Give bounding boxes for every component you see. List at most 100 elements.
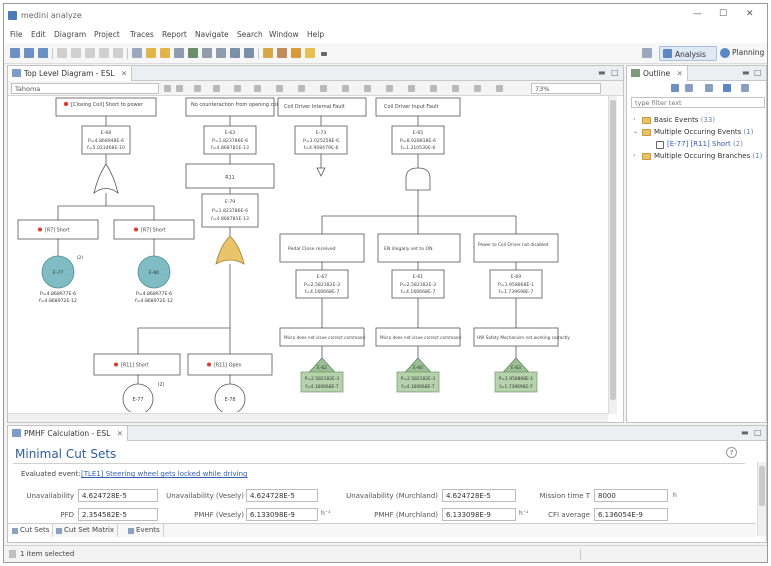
new-icon[interactable] <box>10 48 20 58</box>
select-icon[interactable] <box>364 85 371 92</box>
tree-expand-icon[interactable]: › <box>633 152 636 159</box>
top-event-4-label[interactable]: Coil Driver Input Fault <box>384 104 438 110</box>
tree-item-multiple-occuring-branches[interactable]: Multiple Occuring Branches (1) <box>654 152 762 160</box>
lower-text-3[interactable]: HW Safety Mechanism not working correctl… <box>477 335 570 340</box>
or-gate-2[interactable] <box>215 235 245 265</box>
wizard-icon[interactable] <box>305 48 315 58</box>
bottom-event-2-label[interactable]: [R11] Open <box>214 363 242 369</box>
line-style-icon[interactable] <box>276 85 283 92</box>
outline-filter-input[interactable]: type filter text <box>631 97 765 108</box>
help-icon[interactable]: ? <box>726 447 737 458</box>
copy-icon[interactable] <box>71 48 81 58</box>
bold-icon[interactable] <box>164 85 171 92</box>
pmhf-maximize-icon[interactable]: □ <box>754 428 762 437</box>
zoom-fit-icon[interactable] <box>386 85 393 92</box>
tab-cut-set-matrix[interactable]: Cut Set Matrix <box>54 524 119 537</box>
pfd-field[interactable]: 2.354582E-5 <box>78 508 158 521</box>
link-editor-icon[interactable] <box>705 84 713 92</box>
tools-icon[interactable] <box>263 48 273 58</box>
menu-project[interactable]: Project <box>94 30 120 39</box>
tab-pmhf-calculation[interactable]: PMHF Calculation - ESL ✕ <box>8 426 129 441</box>
basic-event-circle-1[interactable] <box>41 255 75 289</box>
short-2-label[interactable]: [R7] Short <box>141 228 166 234</box>
maximize-view-icon[interactable]: □ <box>611 68 619 77</box>
tab-cut-sets[interactable]: Cut Sets <box>10 524 54 537</box>
calc-icon[interactable] <box>277 48 287 58</box>
close-button[interactable]: ✕ <box>746 9 754 19</box>
perspective-planning-label[interactable]: Planning <box>732 48 765 57</box>
menu-traces[interactable]: Traces <box>130 30 154 39</box>
mission-time-field[interactable]: 8000 <box>594 489 668 502</box>
import-icon[interactable] <box>244 48 254 58</box>
arrange-icon[interactable] <box>298 85 305 92</box>
cfi-average-field[interactable]: 6.136054E-9 <box>594 508 668 521</box>
bottom-circle-2[interactable] <box>214 383 246 412</box>
outline-maximize-icon[interactable]: □ <box>754 68 762 77</box>
table-icon[interactable] <box>216 48 226 58</box>
report-icon[interactable] <box>202 48 212 58</box>
tab-close-icon[interactable]: ✕ <box>120 69 128 78</box>
link-icon[interactable] <box>132 48 142 58</box>
analysis-tool-icon[interactable] <box>188 48 198 58</box>
document-icon[interactable] <box>174 48 184 58</box>
undeveloped-marker[interactable] <box>316 167 326 177</box>
minimize-button[interactable]: — <box>693 9 702 19</box>
planning-icon[interactable] <box>720 48 730 58</box>
diagram-horizontal-scrollbar[interactable] <box>8 413 608 422</box>
router-icon[interactable] <box>320 85 327 92</box>
filter-icon[interactable] <box>474 85 481 92</box>
pmhf-vertical-scrollbar[interactable] <box>757 462 766 536</box>
lower-text-1[interactable]: Micro does not issue correct command <box>284 335 365 340</box>
diagram-canvas[interactable]: [Closing Coil] Short to power No counter… <box>8 96 606 412</box>
minimize-view-icon[interactable]: ▬ <box>598 68 606 77</box>
or-gate-1[interactable] <box>93 163 119 194</box>
run-icon[interactable] <box>291 48 301 58</box>
folder-icon[interactable] <box>146 48 156 58</box>
evaluated-event-link[interactable]: [TLE1] Steering wheel gets locked while … <box>81 470 248 478</box>
diagram-vertical-scrollbar[interactable] <box>608 96 617 414</box>
pmhf-vertical-scroll-thumb[interactable] <box>759 466 765 506</box>
tree-item-multiple-occuring-events[interactable]: Multiple Occuring Events (1) <box>654 128 753 136</box>
menu-navigate[interactable]: Navigate <box>195 30 229 39</box>
tab-top-level-diagram[interactable]: Top Level Diagram - ESL ✕ <box>8 66 133 81</box>
menu-help[interactable]: Help <box>307 30 325 39</box>
grid-icon[interactable] <box>430 85 437 92</box>
short-1-label[interactable]: [R7] Short <box>45 228 70 234</box>
font-select[interactable]: Tahoma <box>11 83 159 94</box>
align-icon[interactable] <box>194 85 201 92</box>
outline-minimize-icon[interactable]: ▬ <box>742 68 750 77</box>
maximize-button[interactable]: ☐ <box>719 9 728 19</box>
line-color-icon[interactable] <box>254 85 261 92</box>
italic-icon[interactable] <box>176 85 183 92</box>
menu-window[interactable]: Window <box>269 30 299 39</box>
zoom-select[interactable]: 73% <box>531 83 601 94</box>
sort-icon[interactable] <box>671 84 679 92</box>
outline-menu-icon[interactable] <box>741 84 749 92</box>
menu-report[interactable]: Report <box>162 30 187 39</box>
pmhf-vesely-field[interactable]: 6.133098E-9 <box>246 508 318 521</box>
top-event-2-label[interactable]: No counteraction from opening coil <box>191 102 279 108</box>
filter-icon[interactable] <box>723 84 731 92</box>
open-perspective-icon[interactable] <box>642 48 652 58</box>
export-icon[interactable] <box>230 48 240 58</box>
unavailability-vesely-field[interactable]: 4.624728E-5 <box>246 489 318 502</box>
pmhf-murchland-field[interactable]: 6.133098E-9 <box>442 508 516 521</box>
collapse-icon[interactable] <box>685 84 693 92</box>
lower-text-2[interactable]: Micro does not issue correct command <box>380 335 461 340</box>
top-event-3-label[interactable]: Coil Driver Internal Fault <box>284 104 345 110</box>
open-icon[interactable] <box>24 48 34 58</box>
bottom-event-1-label[interactable]: [R11] Short <box>121 363 149 369</box>
condition-2-label[interactable]: EN illegally set to ON <box>384 246 433 252</box>
undo-icon[interactable] <box>113 48 123 58</box>
tree-item-basic-events[interactable]: Basic Events (33) <box>654 116 715 124</box>
folder-open-icon[interactable] <box>160 48 170 58</box>
menu-search[interactable]: Search <box>237 30 263 39</box>
perspective-analysis-button[interactable]: Analysis <box>659 46 717 61</box>
basic-event-circle-2[interactable] <box>137 255 171 289</box>
tree-item-e77[interactable]: [E-77] [R11] Short (2) <box>667 140 743 148</box>
condition-3-label[interactable]: Power to Coil Driver not disabled <box>478 242 549 248</box>
condition-1-label[interactable]: Pedal Close received <box>288 246 336 252</box>
and-gate-1[interactable] <box>405 167 431 191</box>
pmhf-close-icon[interactable]: ✕ <box>116 429 124 438</box>
delete-icon[interactable] <box>99 48 109 58</box>
